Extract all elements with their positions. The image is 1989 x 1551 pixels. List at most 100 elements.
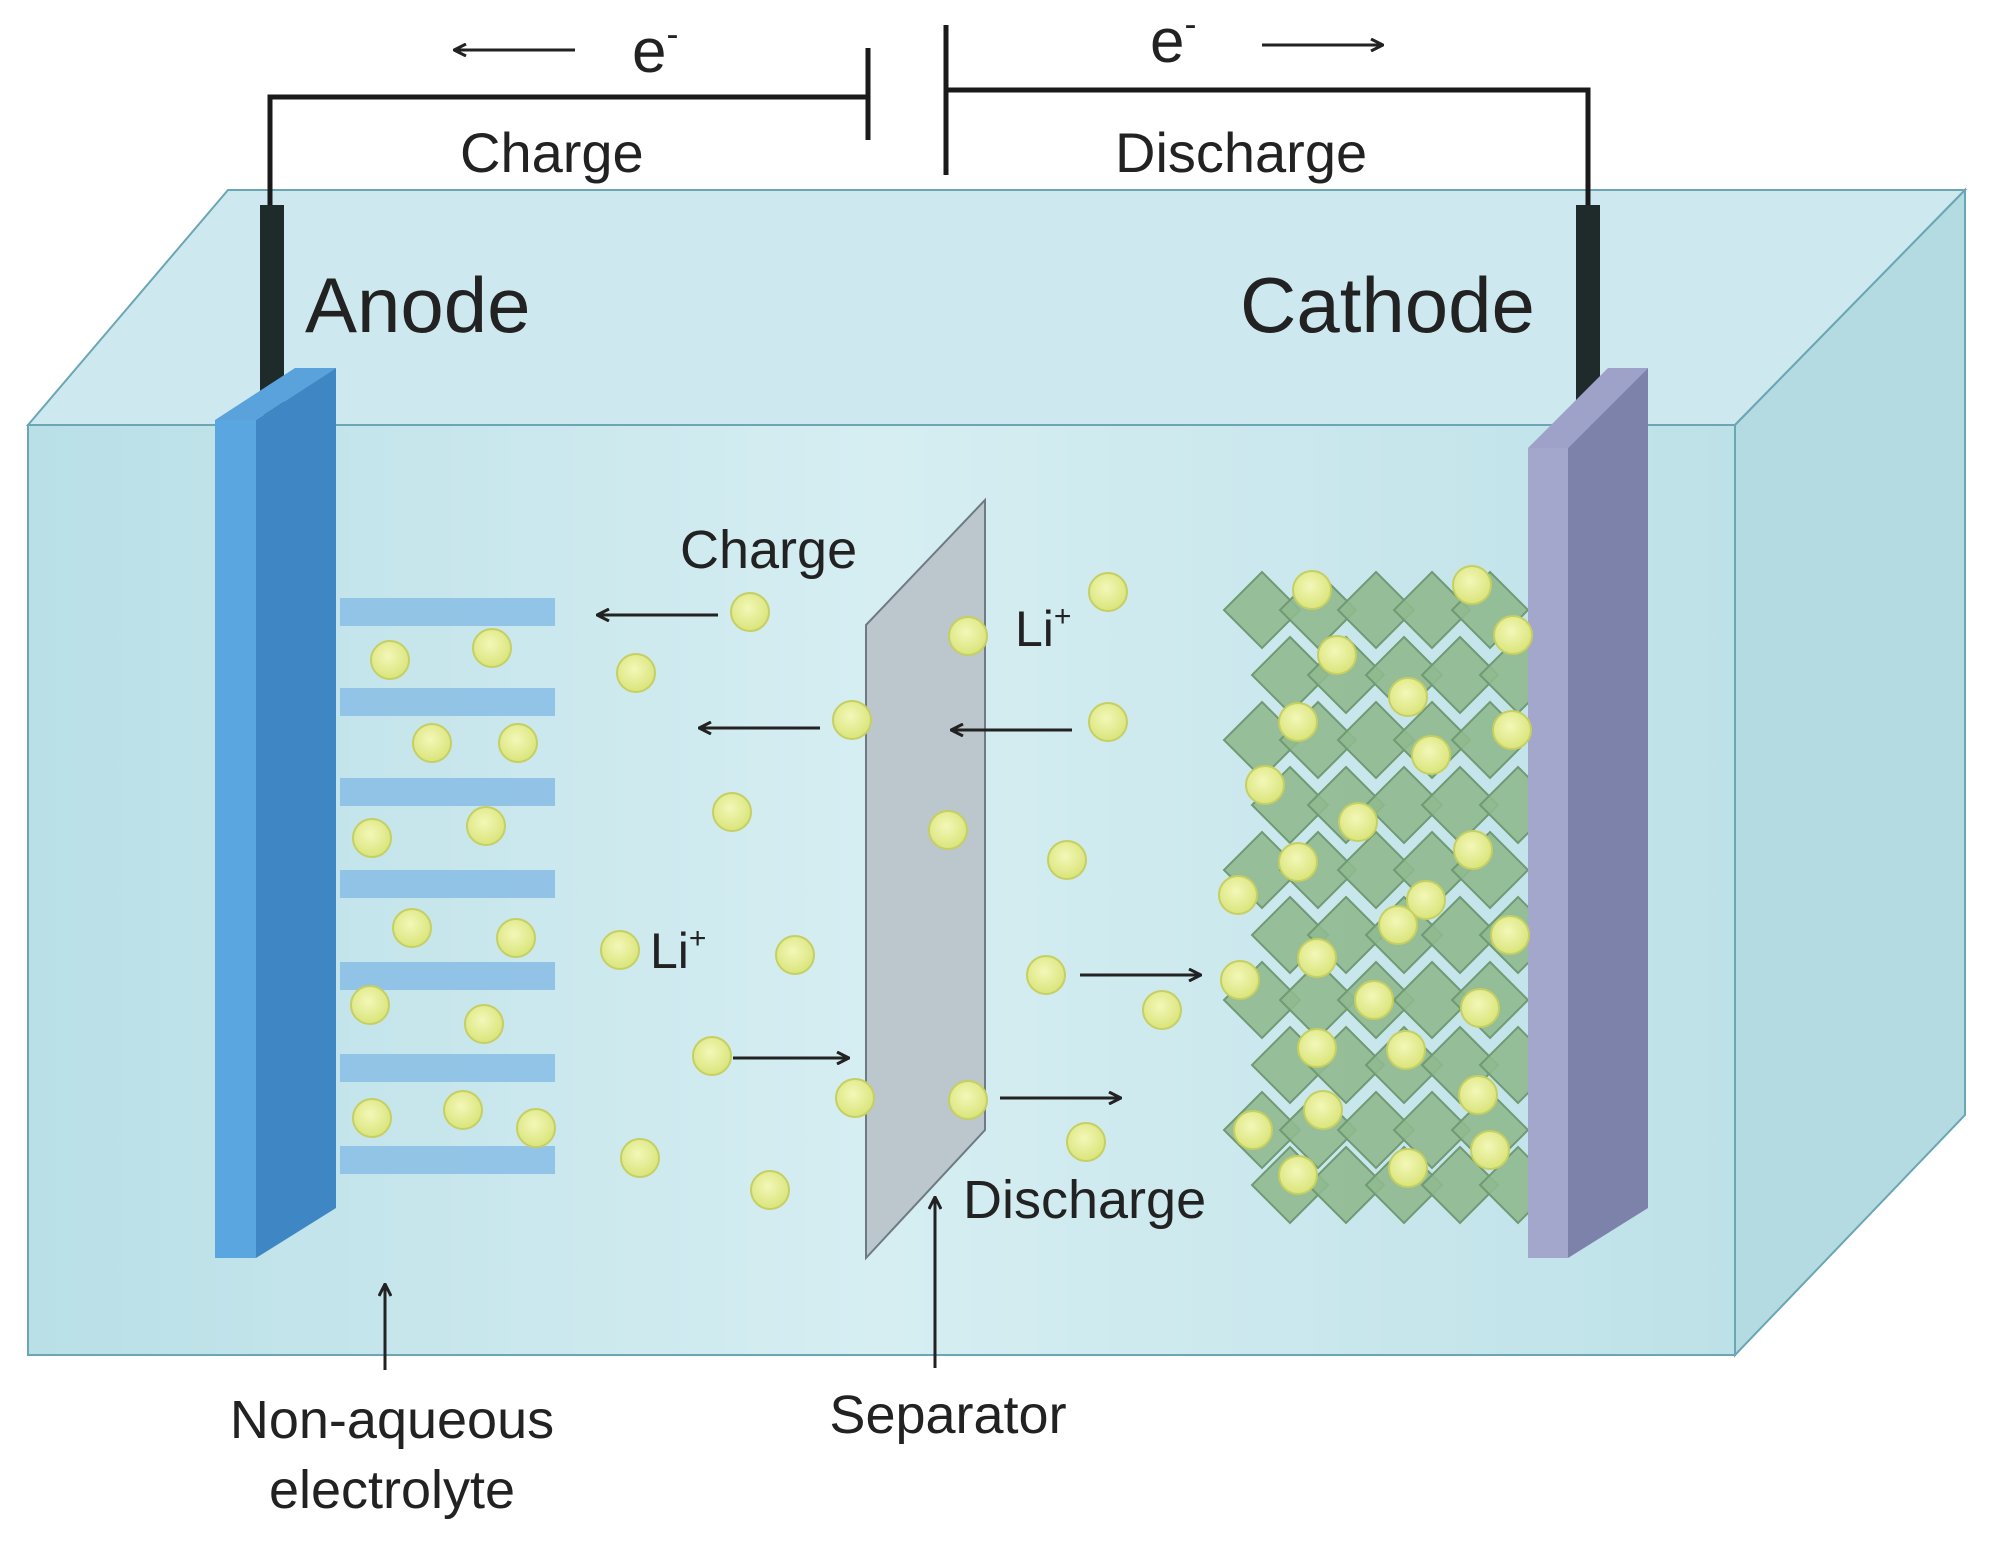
cell-discharge-label: Discharge: [963, 1170, 1206, 1230]
li-ion: [464, 1004, 504, 1044]
li-ion: [1292, 570, 1332, 610]
li-ion: [1026, 955, 1066, 995]
anode-plate-side: [256, 368, 336, 1258]
lithium-ions: [350, 565, 1533, 1210]
graphite-layer: [340, 778, 555, 806]
li-ion: [1233, 1110, 1273, 1150]
graphite-layer: [340, 688, 555, 716]
li-ion: [1411, 735, 1451, 775]
li-ion: [1458, 1075, 1498, 1115]
li-ion: [1452, 565, 1492, 605]
electrolyte-label-line1: Non-aqueous: [230, 1390, 554, 1450]
li-ion: [1297, 938, 1337, 978]
li-ion: [1493, 615, 1533, 655]
li-ion: [775, 935, 815, 975]
cathode-crystal: [1336, 700, 1416, 780]
graphite-layer: [340, 870, 555, 898]
anode-plate-face: [215, 420, 256, 1258]
li-ion: [1378, 905, 1418, 945]
li-ion: [392, 908, 432, 948]
cathode-crystal: [1392, 960, 1472, 1040]
li-ion: [928, 810, 968, 850]
li-ion: [692, 1036, 732, 1076]
cell-charge-label: Charge: [680, 520, 857, 580]
circuit-charge-label: Charge: [460, 121, 644, 184]
li-ion: [472, 628, 512, 668]
li-ion: [350, 985, 390, 1025]
cathode-plate-side: [1568, 368, 1648, 1258]
li-ion: [1453, 830, 1493, 870]
li-ion: [1278, 702, 1318, 742]
li-ion: [1218, 875, 1258, 915]
li-ion: [948, 616, 988, 656]
li-ion: [1470, 1130, 1510, 1170]
electron-label-left: e-: [632, 13, 678, 86]
li-ion: [443, 1090, 483, 1130]
li-ion: [496, 918, 536, 958]
li-ion: [352, 1098, 392, 1138]
cathode-plate-face: [1528, 448, 1568, 1258]
li-ion: [712, 792, 752, 832]
li-ion: [466, 806, 506, 846]
electrolyte-label-line2: electrolyte: [269, 1460, 515, 1520]
cathode-electrode: [1528, 368, 1648, 1258]
li-ion: [1460, 988, 1500, 1028]
cathode-plate-top: [1528, 368, 1648, 448]
li-ion: [1278, 842, 1318, 882]
li-ion: [1354, 980, 1394, 1020]
cathode-crystal: [1306, 1145, 1386, 1225]
anode-electrode: [215, 368, 336, 1258]
anode-plate-top: [215, 368, 336, 420]
li-ion: [1066, 1122, 1106, 1162]
cathode-crystal: [1420, 635, 1500, 715]
li-ion: [1278, 1155, 1318, 1195]
wire-right: [946, 87, 1591, 210]
circuit-discharge-label: Discharge: [1115, 121, 1367, 184]
li-ion: [1220, 960, 1260, 1000]
li-ion: [1245, 765, 1285, 805]
graphite-layer: [340, 1054, 555, 1082]
li-ion: [948, 1080, 988, 1120]
li-ion: [1088, 702, 1128, 742]
cathode-crystal: [1222, 570, 1302, 650]
li-ion: [1142, 990, 1182, 1030]
li-ion: [1297, 1028, 1337, 1068]
li-ion: [1088, 572, 1128, 612]
li-ion: [616, 653, 656, 693]
separator-membrane: [865, 497, 986, 1261]
graphite-layer: [340, 598, 555, 626]
li-ion: [352, 818, 392, 858]
li-ion: [498, 723, 538, 763]
li-ion: [620, 1138, 660, 1178]
anode-label: Anode: [305, 261, 531, 349]
li-ion: [750, 1170, 790, 1210]
li-ion: [1388, 677, 1428, 717]
graphite-layer: [340, 1146, 555, 1174]
li-ion-label-right: Li+: [1015, 600, 1071, 657]
li-ion-label-left: Li+: [650, 922, 706, 979]
cathode-crystal: [1336, 830, 1416, 910]
electron-label-right: e-: [1150, 3, 1196, 76]
external-circuit: [267, 25, 1591, 210]
li-ion: [412, 723, 452, 763]
li-ion: [1317, 635, 1357, 675]
cathode-label: Cathode: [1240, 261, 1535, 349]
li-ion: [1492, 710, 1532, 750]
li-ion: [516, 1108, 556, 1148]
li-ion: [835, 1078, 875, 1118]
graphite-layer: [340, 962, 555, 990]
cathode-crystal: [1420, 895, 1500, 975]
wire-left: [267, 94, 868, 210]
li-ion: [832, 700, 872, 740]
li-ion: [1388, 1148, 1428, 1188]
li-ion: [1047, 840, 1087, 880]
li-ion: [1406, 880, 1446, 920]
anode-graphite-layers: [340, 598, 555, 1174]
li-ion: [1338, 802, 1378, 842]
li-ion: [1490, 915, 1530, 955]
li-ion: [730, 592, 770, 632]
li-ion: [370, 640, 410, 680]
cathode-crystal: [1336, 1090, 1416, 1170]
cathode-crystal: [1364, 765, 1444, 845]
